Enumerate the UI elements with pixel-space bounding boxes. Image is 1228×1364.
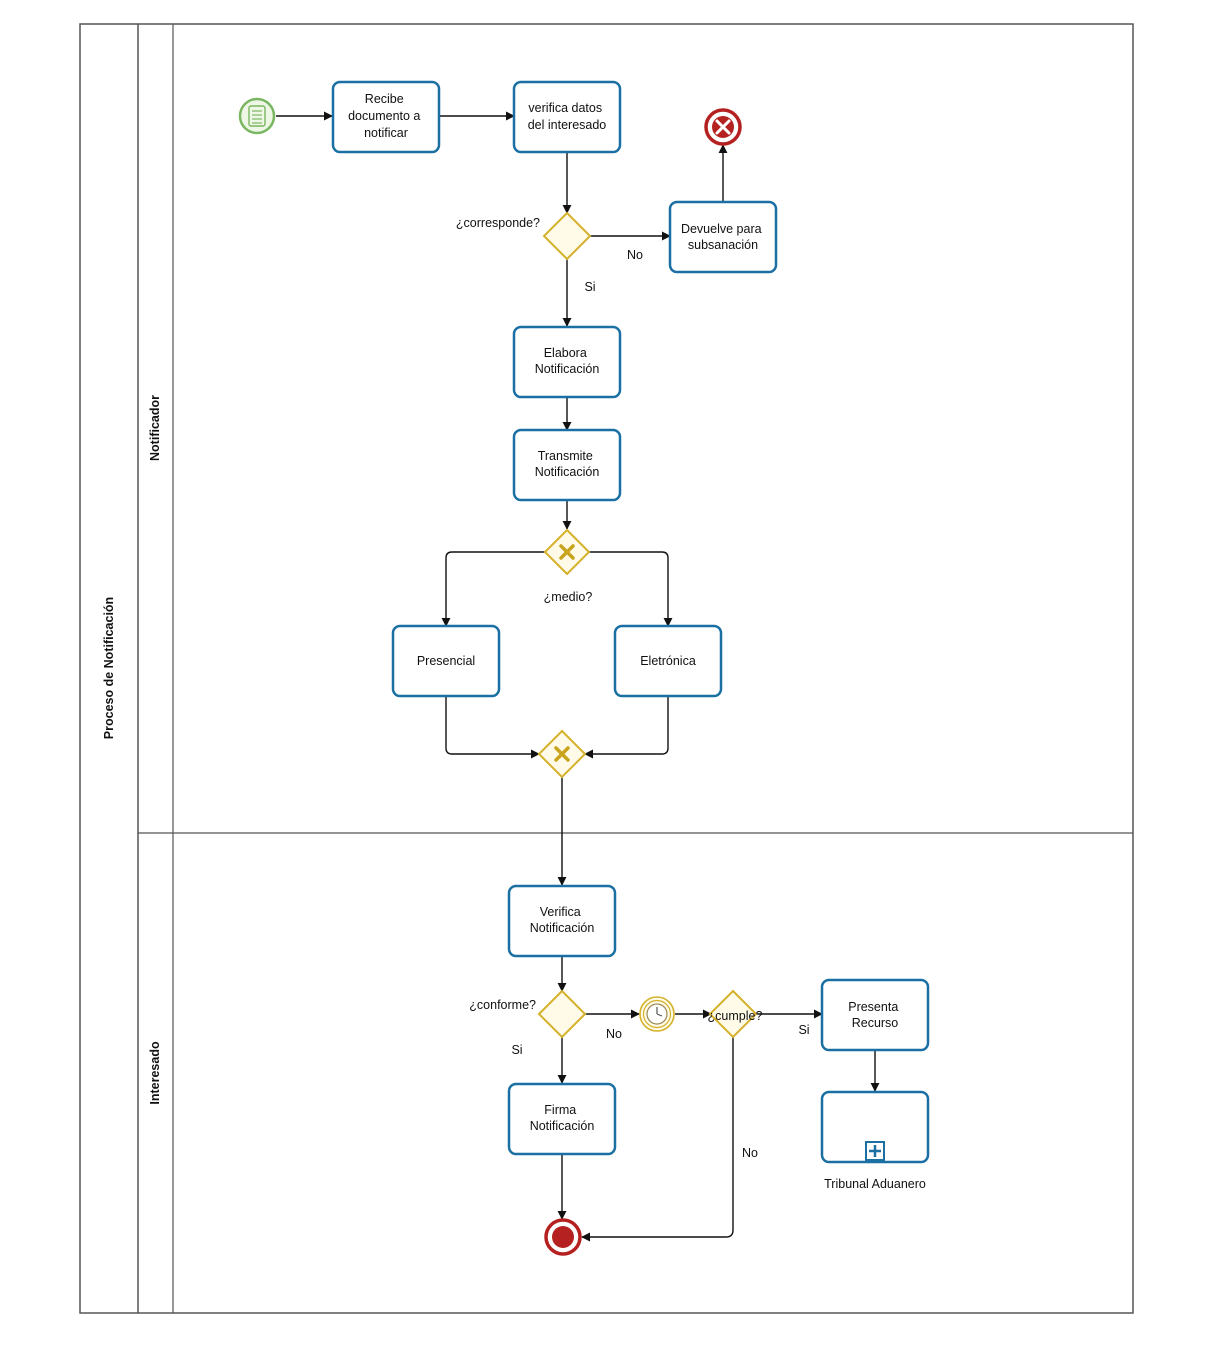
svg-text:Devuelve para subsanació: Devuelve para subsanación <box>681 222 765 252</box>
timer-event[interactable] <box>639 996 675 1032</box>
subprocess-label: Tribunal Aduanero <box>824 1177 926 1191</box>
task-elabora-line-1: Elabora <box>544 346 587 360</box>
svg-text:Transmite Notificación: Transmite Notificación <box>535 449 600 479</box>
end-event[interactable] <box>544 1218 582 1256</box>
task-devuelve-line-1: Devuelve para <box>681 222 762 236</box>
pool-title: Proceso de Notificación <box>102 597 116 739</box>
gateway-merge[interactable] <box>537 729 587 779</box>
flow-cumple-no-to-end <box>581 1037 734 1242</box>
svg-text:Eletrónica: Eletrónica <box>640 654 696 668</box>
gateway-label-corresponde: ¿corresponde? <box>456 216 540 230</box>
task-verifica-datos-line-2: del interesado <box>528 118 607 132</box>
flow-label-cumple-si: Si <box>798 1023 809 1037</box>
task-recibe-line-1: Recibe <box>365 92 404 106</box>
task-firma-notificacion[interactable]: Firma Notificación <box>507 1082 617 1156</box>
lane-label-notificador: Notificador <box>148 395 162 461</box>
flow-presencial-to-merge <box>445 696 540 759</box>
gateway-label-cumple: ¿cumple? <box>708 1009 763 1023</box>
task-transmite-line-2: Notificación <box>535 465 600 479</box>
task-verifica-datos-line-1: verifica datos <box>528 101 602 115</box>
exclusive-x-icon <box>554 746 570 762</box>
flow-electronica-to-merge <box>584 696 669 759</box>
exclusive-x-icon <box>559 544 575 560</box>
gateway-corresponde[interactable] <box>542 211 592 261</box>
task-transmite-line-1: Transmite <box>538 449 593 463</box>
subprocess-tribunal-aduanero[interactable]: Tribunal Aduanero <box>820 1090 930 1191</box>
task-electronica-line-1: Eletrónica <box>640 654 696 668</box>
task-verifica-notif-line-1: Verifica <box>540 905 581 919</box>
start-event[interactable] <box>238 97 276 135</box>
svg-text:Firma Notificación: Firma Notificación <box>530 1103 595 1133</box>
task-presenta-recurso[interactable]: Presenta Recurso <box>820 978 930 1052</box>
task-transmite-notificacion[interactable]: Transmite Notificación <box>512 428 622 502</box>
message-icon <box>248 105 266 127</box>
task-presencial-line-1: Presencial <box>417 654 475 668</box>
gateway-label-medio: ¿medio? <box>544 590 593 604</box>
svg-text:Verifica Notificación: Verifica Notificación <box>530 905 595 935</box>
flow-label-conforme-no: No <box>606 1027 622 1041</box>
task-verifica-notificacion[interactable]: Verifica Notificación <box>507 884 617 958</box>
flow-label-conforme-si: Si <box>511 1043 522 1057</box>
flow-label-corresponde-no: No <box>627 248 643 262</box>
gateway-label-conforme: ¿conforme? <box>469 998 536 1012</box>
lane-label-interesado: Interesado <box>148 1041 162 1105</box>
task-electronica[interactable]: Eletrónica <box>613 624 723 698</box>
svg-text:verifica datos del inter: verifica datos del interesado <box>528 101 607 132</box>
task-verifica-datos[interactable]: verifica datos del interesado <box>512 80 622 154</box>
task-recibe-line-3: notificar <box>364 126 408 140</box>
gateway-conforme[interactable] <box>537 989 587 1039</box>
svg-text:Recibe documento a: Recibe documento a notificar <box>348 92 424 140</box>
flow-split-to-presencial <box>441 551 545 627</box>
gateway-medio-split[interactable] <box>543 528 591 576</box>
task-presenta-line-1: Presenta <box>848 1000 898 1014</box>
task-verifica-notif-line-2: Notificación <box>530 921 595 935</box>
flow-label-cumple-no: No <box>742 1146 758 1160</box>
cancel-icon <box>715 119 731 135</box>
task-presenta-line-2: Recurso <box>852 1016 899 1030</box>
sequence-flows <box>276 111 880 1242</box>
task-devuelve-line-2: subsanación <box>688 238 758 252</box>
pool: Proceso de Notificación Notificador Inte… <box>79 23 1134 1314</box>
task-recibe-documento[interactable]: Recibe documento a notificar <box>331 80 441 154</box>
svg-text:Presencial: Presencial <box>417 654 475 668</box>
error-end-event[interactable] <box>704 108 742 146</box>
task-recibe-line-2: documento a <box>348 109 420 123</box>
flow-split-to-electronica <box>589 551 673 627</box>
task-firma-line-1: Firma <box>544 1103 576 1117</box>
flow-label-corresponde-si: Si <box>584 280 595 294</box>
svg-text:Presenta Recurso: Presenta Recurso <box>848 1000 902 1030</box>
gateway-cumple[interactable] <box>708 989 758 1039</box>
task-presencial[interactable]: Presencial <box>391 624 501 698</box>
task-elabora-notificacion[interactable]: Elabora Notificación <box>512 325 622 399</box>
task-elabora-line-2: Notificación <box>535 362 600 376</box>
task-firma-line-2: Notificación <box>530 1119 595 1133</box>
svg-text:Elabora Notificación: Elabora Notificación <box>535 346 600 376</box>
task-devuelve-subsanacion[interactable]: Devuelve para subsanación <box>668 200 778 274</box>
